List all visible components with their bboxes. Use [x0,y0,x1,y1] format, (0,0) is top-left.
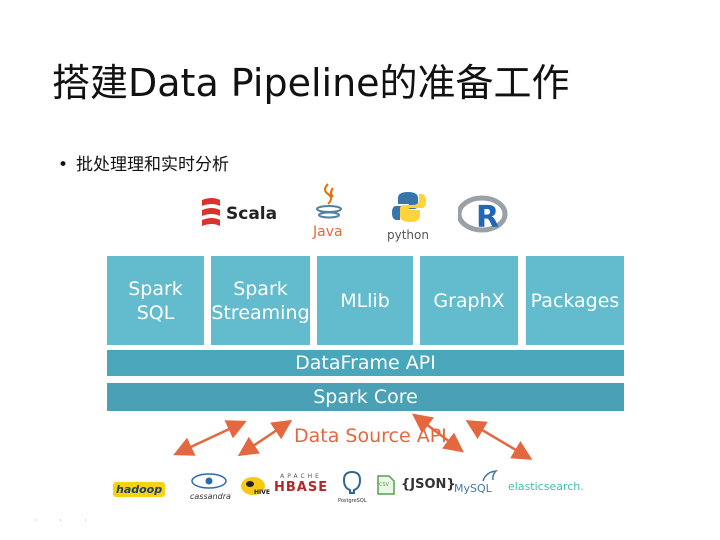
language-logos: Scala Java python R [0,180,720,246]
dataframe-api-bar: DataFrame API [107,350,624,376]
hive-bee-icon [241,477,265,495]
elasticsearch-label: elasticsearch. [508,480,584,493]
r-icon [456,195,508,233]
hbase-apache-label: APACHE [280,473,322,480]
mysql-label: MySQL [454,482,492,495]
module-spark-sql: Spark SQL [107,256,204,345]
scala-icon [202,198,220,226]
module-packages: Packages [526,256,624,345]
bullet-text: 批处理理和实时分析 [76,155,229,175]
arrow-1 [173,420,247,456]
module-mllib: MLlib [317,256,413,345]
bullet-item: • 批处理理和实时分析 [58,150,229,175]
scala-label: Scala [226,204,278,224]
hadoop-label: hadoop [113,482,166,497]
spark-core-bar: Spark Core [107,383,624,411]
python-icon [392,192,426,222]
scala-logo [200,196,222,236]
python-label: python [387,228,429,242]
csv-file-icon [377,475,395,495]
postgresql-label: PostgreSQL [338,498,367,504]
footer-dots: · · · [34,516,97,525]
arrow-4 [465,420,533,460]
data-source-api-label: Data Source API [294,425,447,447]
java-cup-icon [316,183,342,219]
cassandra-label: cassandra [190,492,231,501]
csv-label: CSV [379,482,390,488]
mysql-logo: MySQL [454,470,498,495]
java-logo [312,182,346,226]
r-label: R [476,200,500,235]
postgresql-elephant-icon [343,470,362,494]
python-logo [392,190,426,228]
arrow-3 [412,413,464,453]
hive-logo: HIVE [238,474,270,502]
slide-title: 搭建Data Pipeline的准备工作 [52,61,570,105]
arrow-2 [237,419,293,457]
cassandra-eye-icon [191,473,227,489]
hadoop-logo: hadoop [113,478,166,497]
java-label: Java [313,224,343,240]
mysql-dolphin-icon [482,470,498,482]
cassandra-logo: cassandra [190,472,231,501]
csv-logo: CSV [377,475,395,499]
module-spark-streaming: Spark Streaming [211,256,310,345]
r-logo [456,194,512,242]
module-graphx: GraphX [420,256,518,345]
postgresql-logo: PostgreSQL [338,470,367,504]
json-label: {JSON} [401,477,456,492]
hive-label: HIVE [254,489,270,496]
bullet-dot: • [58,155,69,175]
hbase-logo: APACHE HBASE [274,473,328,495]
hbase-label: HBASE [274,480,329,495]
